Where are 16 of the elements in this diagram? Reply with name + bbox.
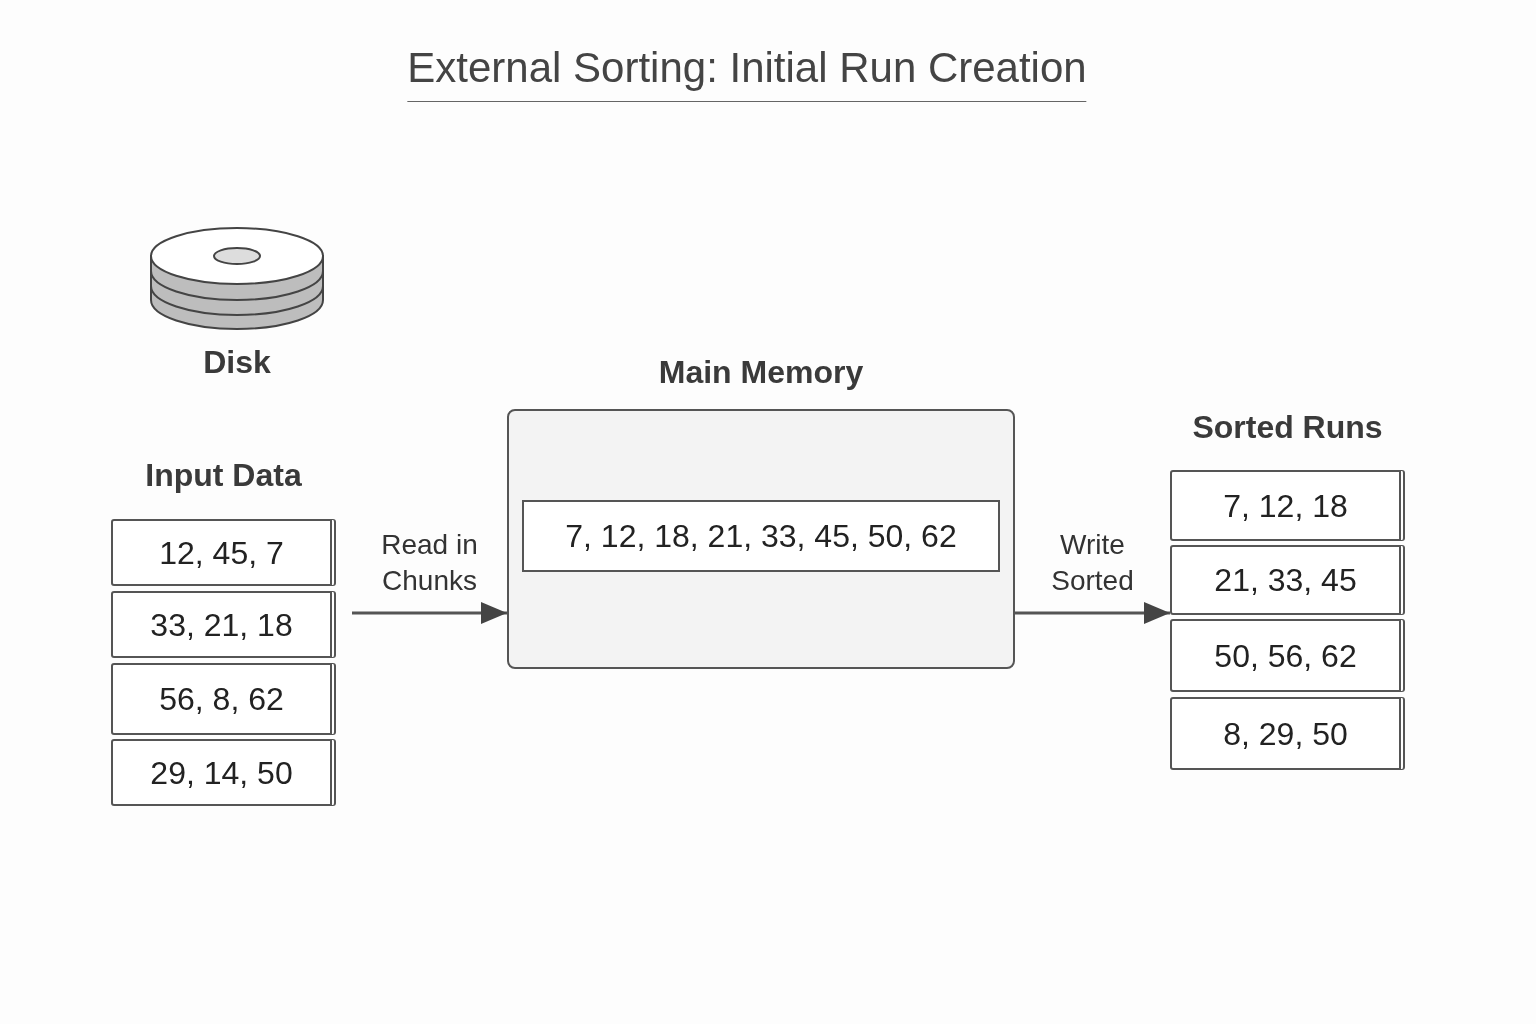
diagram-title: External Sorting: Initial Run Creation	[407, 44, 1087, 102]
record-block: 21, 33, 45	[1170, 545, 1405, 615]
record-block: 33, 21, 18	[111, 591, 336, 658]
arrow	[1015, 602, 1170, 624]
sorted-buffer-box: 7, 12, 18, 21, 33, 45, 50, 62	[522, 500, 1000, 572]
disk-label: Disk	[203, 344, 271, 380]
record-block: 12, 45, 7	[111, 519, 336, 586]
section-heading: Sorted Runs	[1192, 408, 1383, 447]
record-block: 7, 12, 18	[1170, 470, 1405, 541]
record-block: 29, 14, 50	[111, 739, 336, 806]
section-heading: Input Data	[145, 456, 302, 495]
record-block: 8, 29, 50	[1170, 697, 1405, 770]
arrow	[352, 602, 507, 624]
record-block: 50, 56, 62	[1170, 619, 1405, 692]
section-heading: Main Memory	[658, 353, 864, 392]
record-block: 56, 8, 62	[111, 663, 336, 735]
